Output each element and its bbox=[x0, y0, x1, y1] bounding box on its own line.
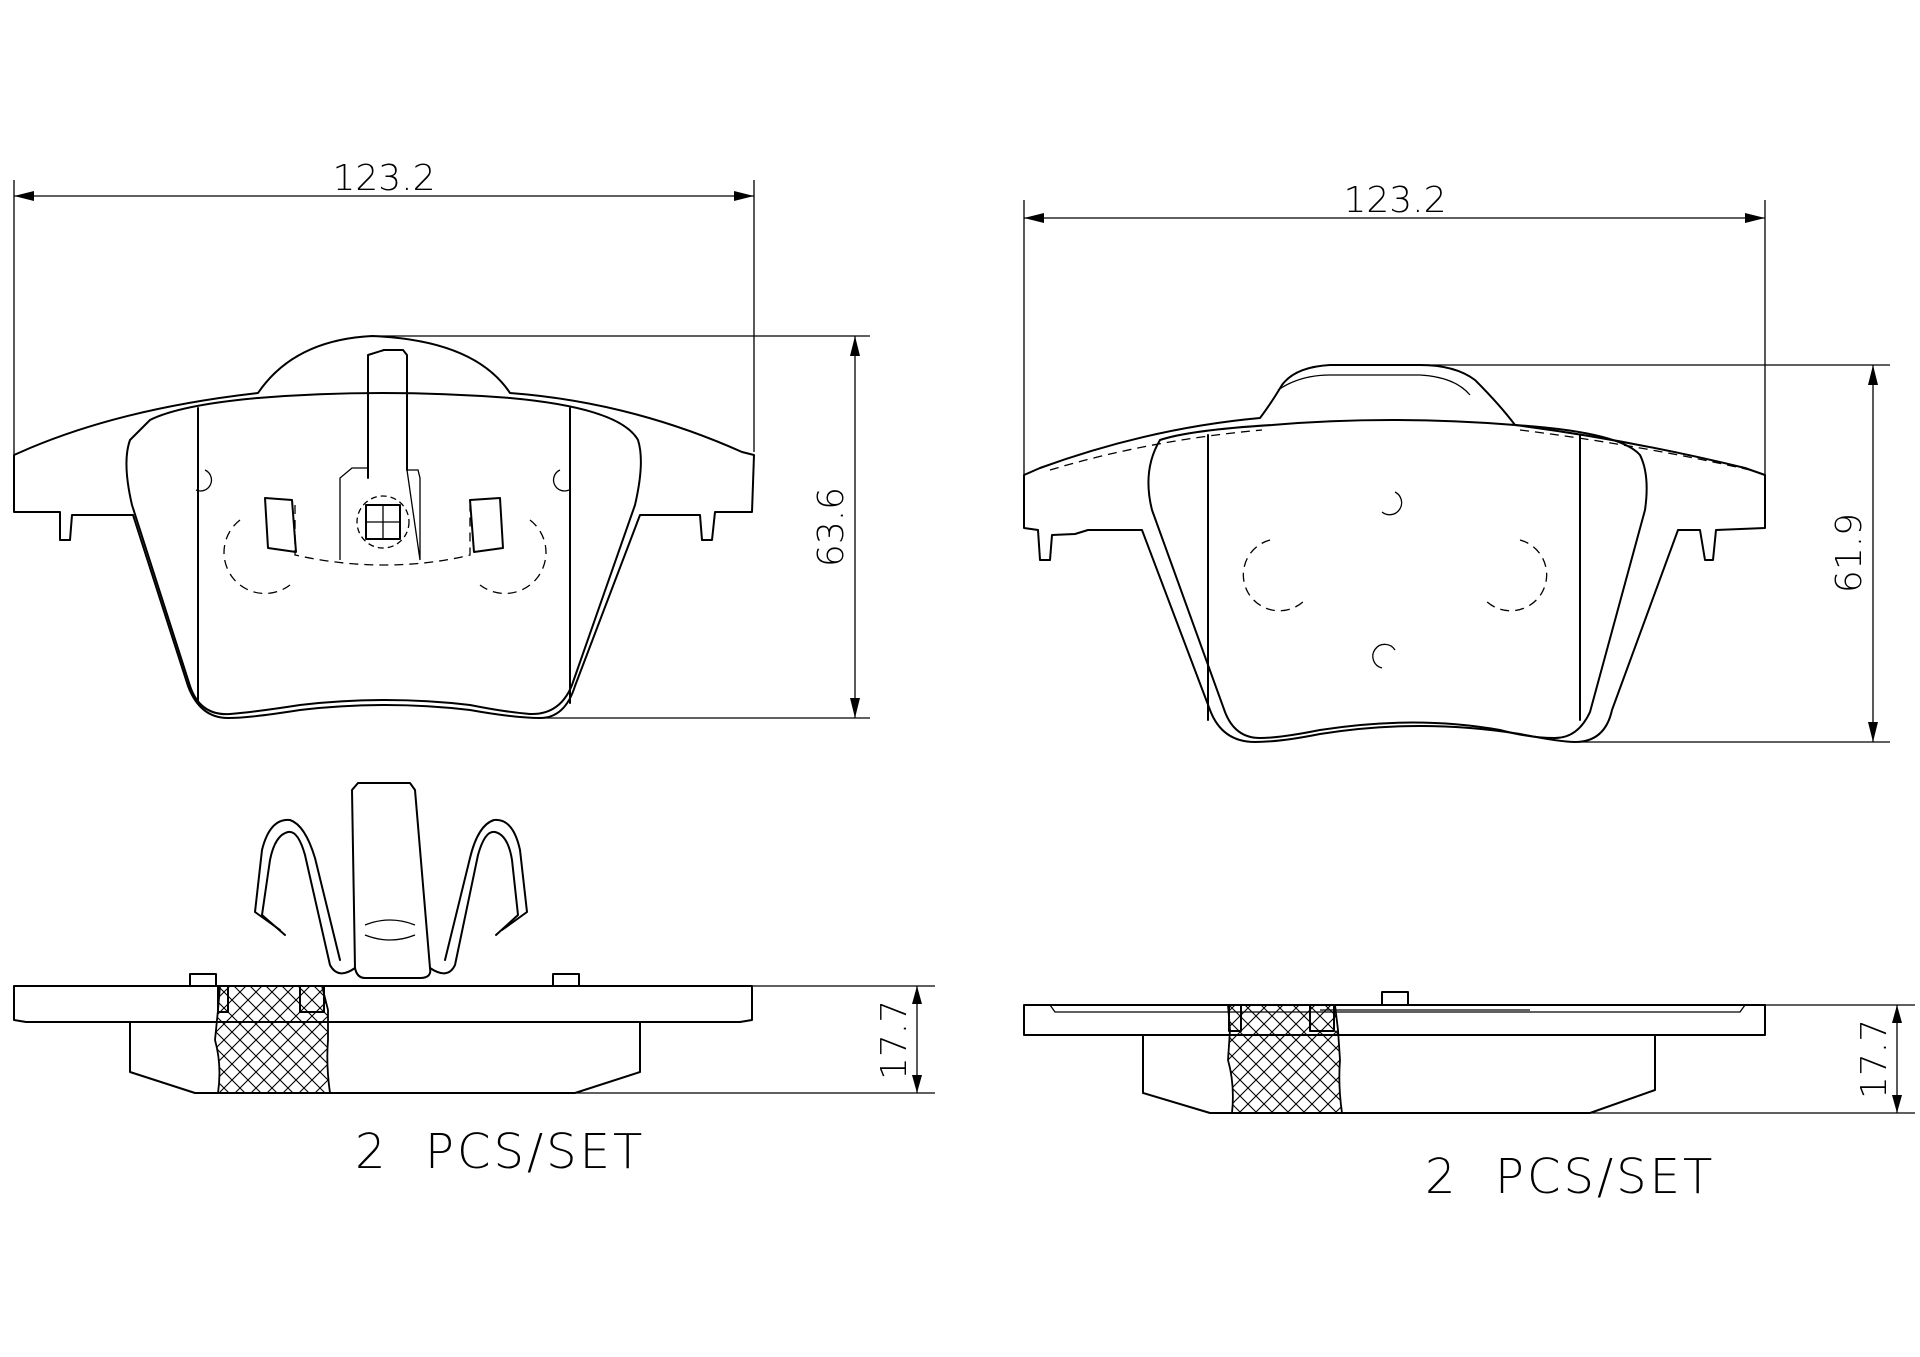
right-pad-side-view: 17.7 2 PCS/SET bbox=[1023, 991, 1915, 1205]
left-thickness-dimension: 17.7 bbox=[874, 1000, 915, 1080]
left-wear-indicator-tab bbox=[367, 349, 408, 479]
left-friction-pad bbox=[125, 392, 642, 716]
left-height-dimension: 63.6 bbox=[811, 487, 852, 567]
right-side-friction-block bbox=[1142, 1034, 1656, 1114]
left-pin-right bbox=[469, 497, 504, 553]
left-spring-clip bbox=[351, 782, 432, 979]
left-pad-front-view: 123.2 63.6 bbox=[13, 158, 870, 719]
right-width-dimension: 123.2 bbox=[1343, 180, 1446, 221]
left-shim-hatch bbox=[214, 985, 332, 1094]
left-pin-left bbox=[264, 497, 297, 553]
right-thickness-dimension: 17.7 bbox=[1854, 1019, 1895, 1099]
right-hidden-circle-left bbox=[1242, 539, 1306, 612]
right-friction-pad bbox=[1147, 419, 1648, 739]
left-center-clip bbox=[339, 467, 421, 561]
left-side-friction-block bbox=[129, 1021, 641, 1094]
right-shim-hatch bbox=[1227, 1004, 1344, 1114]
right-backing-plate bbox=[1023, 364, 1766, 743]
left-side-backing-plate bbox=[13, 985, 753, 1023]
left-hidden-spring bbox=[294, 505, 471, 566]
left-backing-plate bbox=[13, 335, 755, 719]
left-pad-side-view: 17.7 2 PCS/SET bbox=[13, 782, 935, 1180]
right-height-dimension: 61.9 bbox=[1829, 513, 1870, 593]
right-hidden-circle-right bbox=[1484, 539, 1548, 612]
right-quantity-label: 2 PCS/SET bbox=[1425, 1149, 1715, 1205]
right-side-backing-plate bbox=[1023, 1004, 1766, 1036]
left-quantity-label: 2 PCS/SET bbox=[355, 1124, 645, 1180]
left-width-dimension: 123.2 bbox=[332, 158, 435, 199]
right-pad-front-view: 123.2 61.9 bbox=[1023, 180, 1890, 743]
